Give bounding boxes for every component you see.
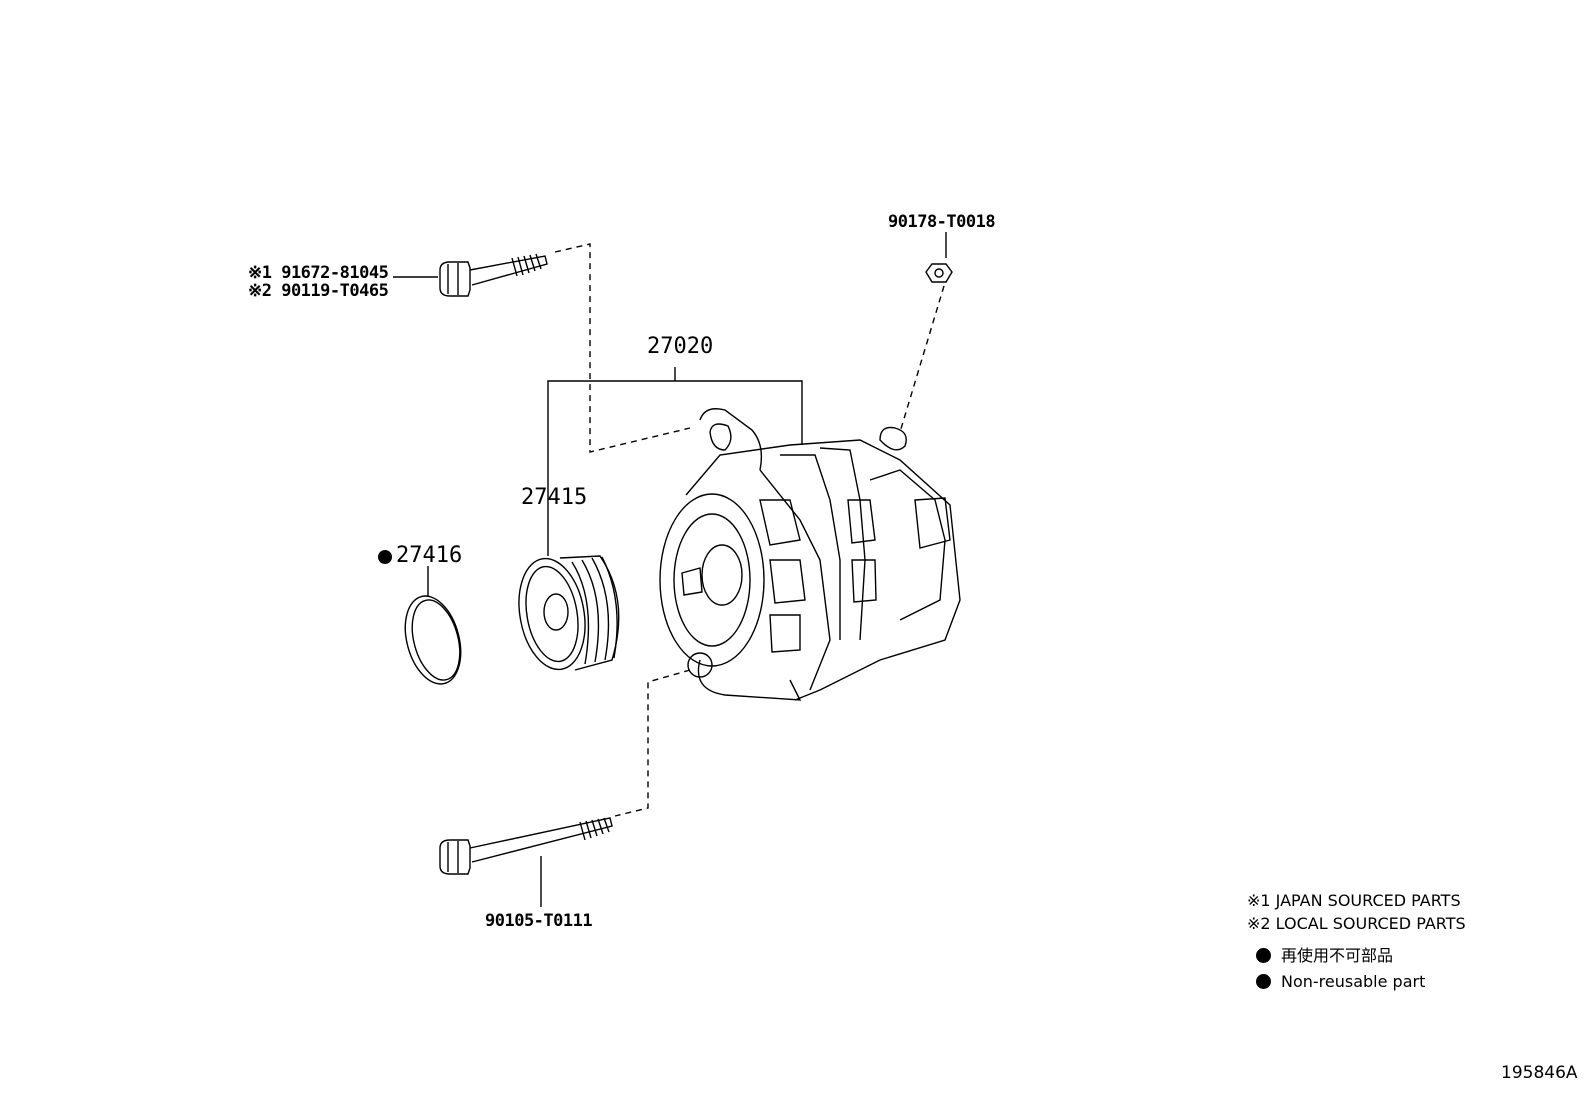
upper-bolt-icon[interactable]: [439, 253, 548, 297]
lower-bolt-icon[interactable]: [439, 817, 613, 875]
part-label-27415[interactable]: 27415: [521, 485, 588, 510]
alternator-icon[interactable]: [659, 408, 961, 701]
legend-non-reusable-jp: 再使用不可部品: [1256, 948, 1393, 964]
part-label-91672-81045[interactable]: ※1 91672-81045: [248, 263, 389, 283]
nut-icon[interactable]: [925, 263, 953, 283]
legend-note-japan: ※1 JAPAN SOURCED PARTS: [1247, 891, 1461, 910]
legend-non-reusable-jp-text: 再使用不可部品: [1281, 946, 1394, 965]
non-reusable-dot-icon: [1256, 974, 1271, 989]
legend-note-local: ※2 LOCAL SOURCED PARTS: [1247, 914, 1466, 933]
part-label-27416[interactable]: 27416: [378, 545, 462, 567]
legend-non-reusable-en: Non-reusable part: [1256, 974, 1425, 990]
part-label-90178-T0018[interactable]: 90178-T0018: [888, 212, 996, 232]
gasket-ring-icon[interactable]: [396, 590, 470, 690]
non-reusable-dot-icon: [378, 550, 392, 564]
legend-non-reusable-en-text: Non-reusable part: [1281, 972, 1426, 991]
part-label-90105-T0111[interactable]: 90105-T0111: [485, 911, 593, 931]
part-label-90119-T0465[interactable]: ※2 90119-T0465: [248, 281, 389, 301]
part-label-27020[interactable]: 27020: [647, 334, 714, 359]
pulley-icon[interactable]: [511, 553, 620, 674]
figure-id: 195846A: [1501, 1063, 1578, 1083]
part-label-27416-text: 27416: [396, 543, 463, 568]
non-reusable-dot-icon: [1256, 948, 1271, 963]
